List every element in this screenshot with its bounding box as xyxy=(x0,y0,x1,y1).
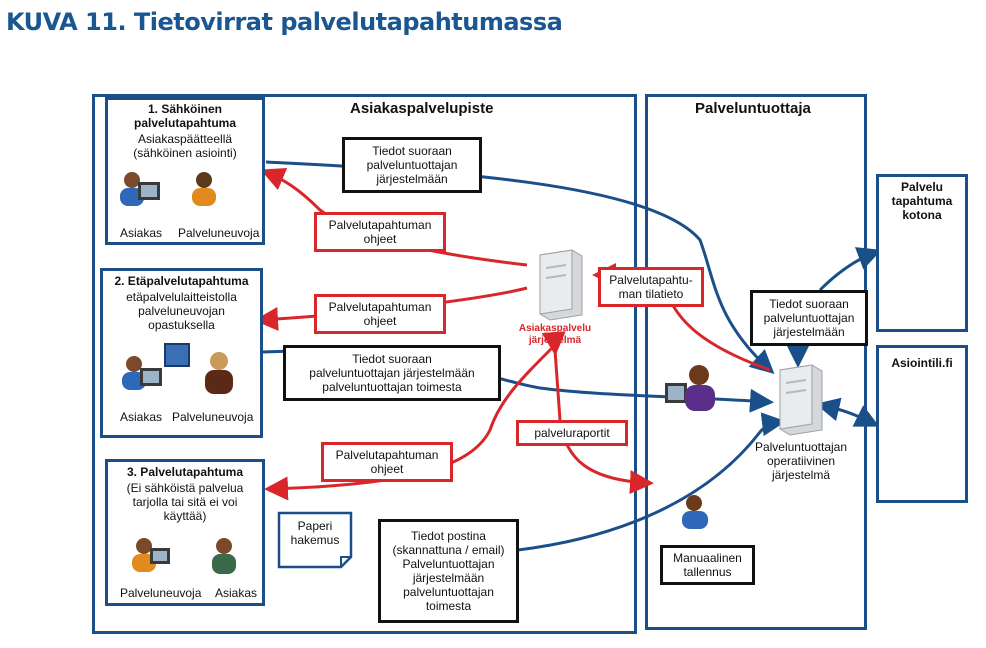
event-electronic-subtitle: Asiakaspäätteellä (sähköinen asiointi) xyxy=(133,132,237,160)
customer-service-system-label: Asiakaspalvelu järjestelmä xyxy=(518,323,592,346)
home-service-title: Palvelu tapahtuma kotona xyxy=(891,180,953,222)
manual-save-label: Manuaalinen tallennus xyxy=(660,545,755,585)
person-icon xyxy=(212,538,236,574)
event-remote-subtitle: etäpalvelulaitteistolla palveluneuvojan … xyxy=(126,290,237,332)
home-service-box xyxy=(876,174,968,332)
flow-instructions2-label: Palvelutapahtuman ohjeet xyxy=(314,294,446,334)
event-electronic-person1: Asiakas xyxy=(120,226,163,240)
asiointi-title: Asiointili.fi xyxy=(891,356,953,370)
flow-instructions3-label: Palvelutapahtuman ohjeet xyxy=(321,442,453,482)
event-manual-box xyxy=(105,459,265,606)
person-icon xyxy=(122,356,162,390)
flow-report-label: palveluraportit xyxy=(516,420,628,446)
event-manual-person1: Palveluneuvoja xyxy=(120,586,202,600)
person-icon xyxy=(682,495,708,529)
person-icon xyxy=(192,172,216,206)
person-icon xyxy=(665,365,715,411)
customer-service-server-icon xyxy=(539,249,583,321)
person-icon xyxy=(132,538,170,572)
palveluntuottaja-title: Palveluntuottaja xyxy=(695,100,811,117)
asiakaspalvelupiste-title: Asiakaspalvelupiste xyxy=(350,100,494,117)
provider-server-icon xyxy=(779,364,823,436)
flow-postal-label: Tiedot postina (skannattuna / email) Pal… xyxy=(378,519,519,623)
event-remote-person2: Palveluneuvoja xyxy=(172,410,254,424)
flow-direct1-label: Tiedot suoraan palveluntuottajan järjest… xyxy=(342,137,482,193)
provider-system-label: Palveluntuottajan operatiivinen järjeste… xyxy=(754,440,848,482)
flow-direct2-label: Tiedot suoraan palveluntuottajan järjest… xyxy=(283,345,501,401)
flow-direct3-label: Tiedot suoraan palveluntuottajan järjest… xyxy=(750,290,868,346)
flow-postal-arrow xyxy=(517,412,786,552)
flow-asiointi-arrow xyxy=(815,397,880,427)
flow-instructions1-label: Palvelutapahtuman ohjeet xyxy=(314,212,446,252)
figure-title: KUVA 11. Tietovirrat palvelutapahtumassa xyxy=(6,8,563,36)
event-manual-subtitle: (Ei sähköistä palvelua tarjolla tai sitä… xyxy=(126,481,244,523)
asiointi-box xyxy=(876,345,968,503)
event-electronic-box xyxy=(105,97,265,245)
person-icon xyxy=(205,352,233,394)
event-manual-person2: Asiakas xyxy=(215,586,258,600)
event-manual-title: 3. Palvelutapahtuma xyxy=(126,465,244,479)
flow-home-arrow xyxy=(818,247,882,292)
event-electronic-title: 1. Sähköinen palvelutapahtuma xyxy=(133,102,237,130)
screen-icon xyxy=(164,343,190,367)
paper-document-label: Paperi hakemus xyxy=(290,519,340,547)
flow-instructions3-arrow xyxy=(264,343,557,501)
event-remote-title: 2. Etäpalvelutapahtuma xyxy=(114,274,249,288)
person-icon xyxy=(120,172,160,206)
event-electronic-person2: Palveluneuvoja xyxy=(178,226,260,240)
flow-status-label: Palvelutapahtu- man tilatieto xyxy=(598,267,704,307)
event-remote-person1: Asiakas xyxy=(120,410,163,424)
